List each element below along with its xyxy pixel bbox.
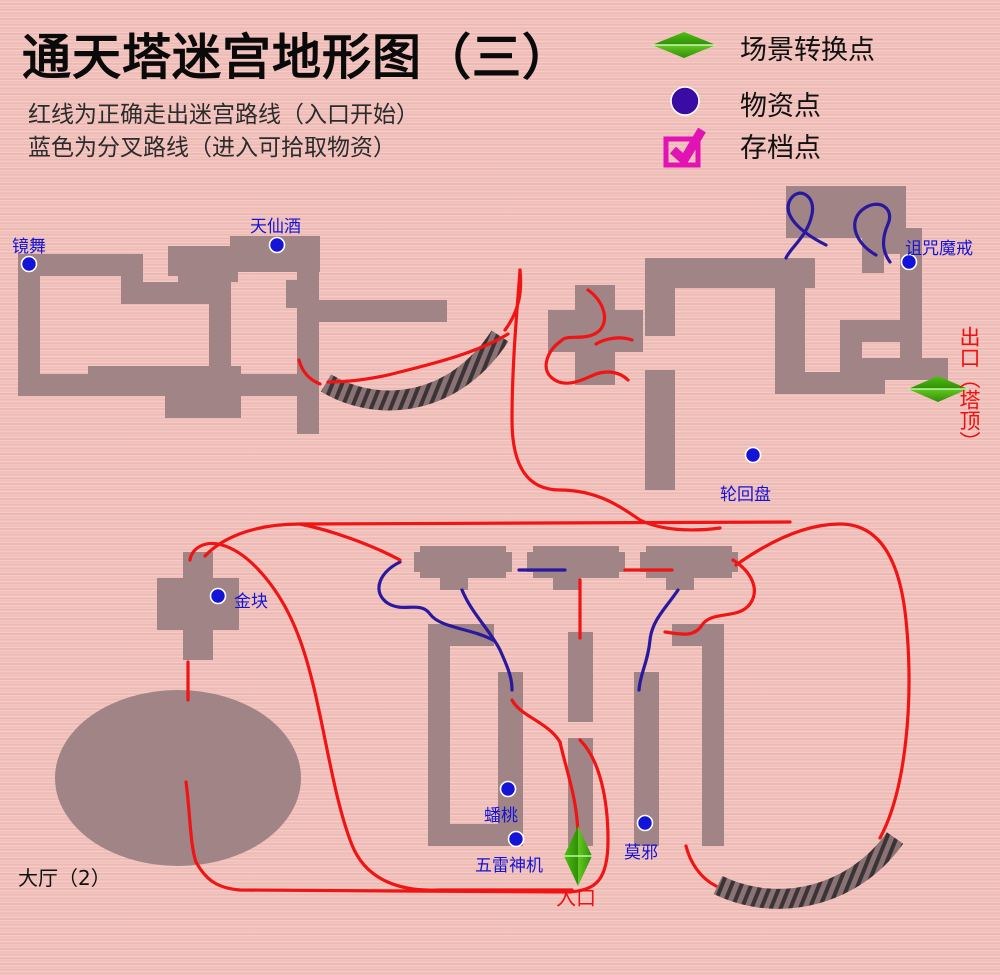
hall-area-label: 大厅（2） (18, 866, 111, 890)
legend-label-save: 存档点 (740, 133, 821, 164)
blue-branch-paths (377, 191, 892, 692)
item-dot[interactable] (20, 255, 38, 273)
item-label: 五雷神机 (475, 856, 543, 876)
item-dot[interactable] (499, 780, 517, 798)
item-dot[interactable] (744, 446, 762, 464)
item-label: 蟠桃 (484, 806, 518, 826)
item-label: 金块 (234, 592, 268, 612)
stair-bridge-upper (320, 330, 509, 411)
item-label: 天仙酒 (250, 217, 301, 237)
red-main-path (184, 268, 911, 894)
legend-label-item: 物资点 (740, 91, 821, 122)
maze-walls (18, 186, 948, 866)
entrance-portal-label: 入口 (556, 886, 596, 910)
item-label: 诅咒魔戒 (905, 239, 973, 259)
item-label: 镜舞 (12, 237, 46, 257)
item-label: 轮回盘 (720, 485, 771, 505)
magenta-checkbox-icon (663, 127, 706, 168)
item-dot[interactable] (507, 830, 525, 848)
subtitle-blue-route: 蓝色为分叉路线（进入可拾取物资） (28, 135, 396, 161)
item-dot[interactable] (900, 253, 918, 271)
legend-label-portal: 场景转换点 (740, 35, 875, 66)
purple-circle-icon (670, 86, 700, 116)
page-title: 通天塔迷宫地形图（三） (22, 29, 573, 86)
subtitle-red-route: 红线为正确走出迷宫路线（入口开始） (28, 102, 419, 128)
exit-portal-label: 出口（塔顶） (957, 326, 981, 452)
item-dot[interactable] (268, 236, 286, 254)
item-label: 莫邪 (624, 843, 658, 863)
green-diamond-icon (652, 32, 716, 58)
item-dot[interactable] (209, 587, 227, 605)
item-dot[interactable] (636, 814, 654, 832)
stair-bridge-lower (713, 832, 904, 909)
item-dots-group (20, 236, 918, 848)
